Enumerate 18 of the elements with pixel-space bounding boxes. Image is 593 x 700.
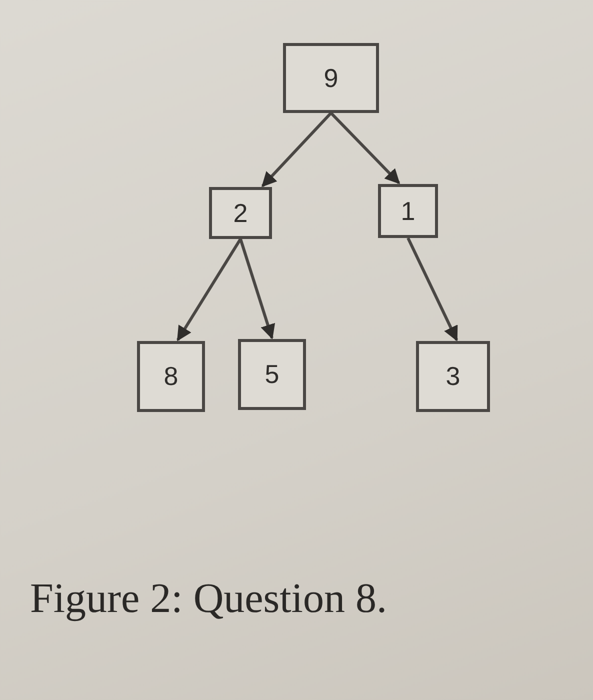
node-value: 1 bbox=[400, 196, 416, 226]
tree-node-box bbox=[209, 187, 272, 239]
arrow bbox=[239, 238, 276, 340]
node-value: 8 bbox=[164, 361, 178, 392]
node-value: 3 bbox=[446, 361, 460, 392]
arrow bbox=[176, 238, 242, 342]
node-value: 9 bbox=[324, 62, 338, 94]
tree-node-box bbox=[416, 341, 490, 412]
arrow bbox=[330, 112, 400, 184]
tree-node-box bbox=[238, 339, 306, 410]
node-value: 5 bbox=[264, 359, 280, 390]
arrow bbox=[261, 112, 332, 188]
arrow bbox=[406, 237, 458, 342]
figure-caption: Figure 2: Question 8. bbox=[30, 575, 388, 623]
node-value: 2 bbox=[233, 198, 248, 228]
tree-node-box bbox=[378, 184, 438, 238]
tree-node-box bbox=[137, 341, 205, 412]
tree-node-box bbox=[283, 43, 379, 113]
